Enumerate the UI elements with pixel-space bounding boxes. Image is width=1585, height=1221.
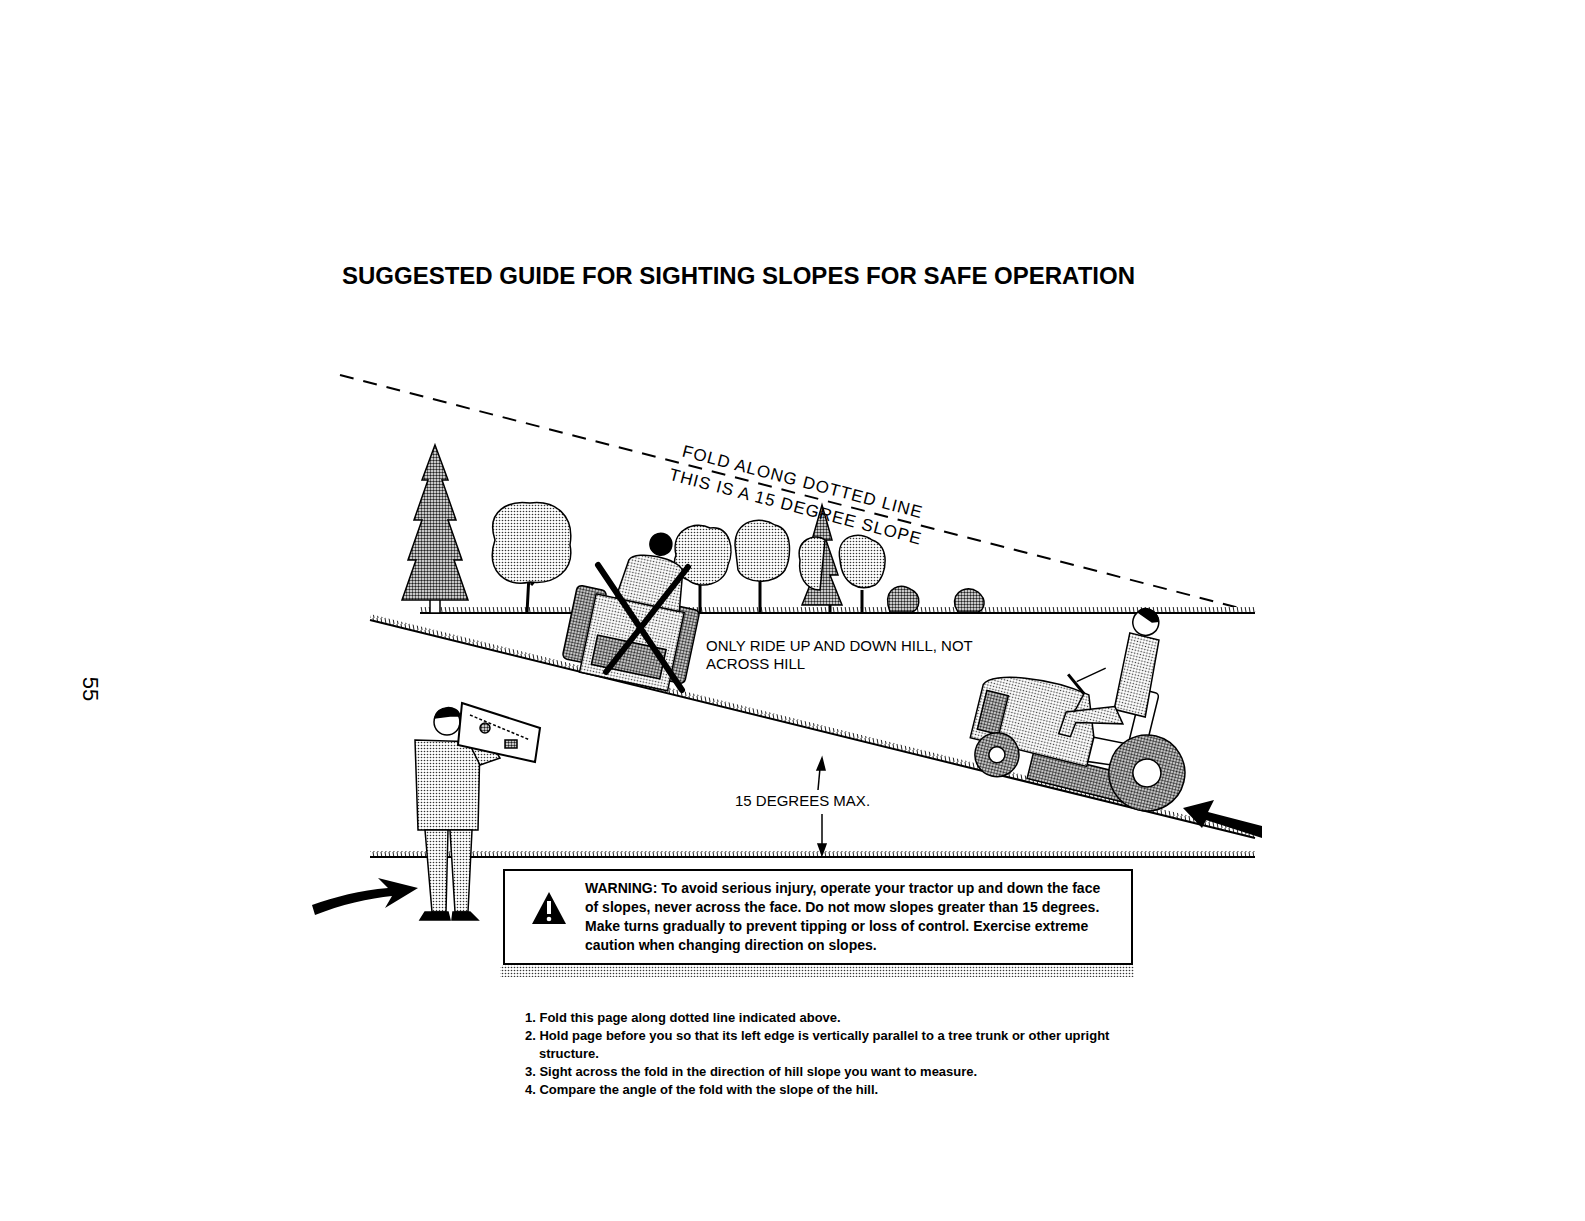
- person-sighting: [435, 708, 460, 718]
- tractor-up-hill: [1065, 674, 1088, 693]
- warning-icon: [547, 901, 551, 914]
- tractor-across-hill: [648, 531, 674, 557]
- trees: [735, 520, 789, 581]
- person-sighting: [505, 740, 517, 748]
- angle-indicator: [821, 814, 823, 846]
- person-sighting: [470, 715, 530, 740]
- person-sighting: [458, 703, 540, 762]
- ground-lines: [370, 856, 1255, 858]
- warning-icon: [531, 891, 567, 925]
- instruction-step: 1. Fold this page along dotted line indi…: [525, 1009, 1140, 1027]
- page-number: 55: [77, 677, 103, 701]
- tractor-up-hill: [1077, 662, 1106, 687]
- trees: [402, 445, 468, 600]
- instruction-list: 1. Fold this page along dotted line indi…: [525, 1009, 1140, 1099]
- ground-lines: [420, 612, 1255, 614]
- tractor-up-hill: [1074, 693, 1084, 714]
- ground-lines: [370, 620, 1255, 838]
- movement-arrow: [312, 878, 418, 915]
- movement-arrow: [1183, 800, 1262, 838]
- instruction-step: 2. Hold page before you so that its left…: [525, 1027, 1140, 1063]
- prohibited-cross: [606, 567, 688, 672]
- ground-lines: [370, 614, 1255, 838]
- ground-lines: [370, 607, 1255, 857]
- fold-line: [340, 375, 1255, 612]
- person-sighting: [452, 912, 478, 920]
- ground-lines: [420, 607, 1255, 613]
- tractor-up-hill: [1059, 695, 1127, 748]
- tractor-up-hill: [1130, 756, 1164, 790]
- trees: [955, 589, 984, 612]
- person-sighting: [415, 740, 480, 830]
- tractor-up-hill: [1137, 607, 1161, 623]
- person-sighting: [480, 723, 490, 733]
- tractor-up-hill: [977, 690, 1008, 734]
- instruction-step: 4. Compare the angle of the fold with th…: [525, 1081, 1140, 1099]
- page-title: SUGGESTED GUIDE FOR SIGHTING SLOPES FOR …: [342, 262, 1135, 290]
- tractor-up-hill: [963, 575, 1222, 821]
- person-sighting: [450, 830, 472, 912]
- warning-icon: [532, 892, 566, 924]
- direction-note: ONLY RIDE UP AND DOWN HILL, NOT ACROSS H…: [706, 637, 981, 673]
- box-shadow: [500, 965, 1134, 977]
- tractor-up-hill: [987, 745, 1006, 764]
- tractor-up-hill: [1111, 633, 1164, 717]
- trees: [492, 502, 570, 583]
- tractor-up-hill: [1130, 607, 1161, 638]
- person-sighting: [420, 912, 450, 920]
- angle-indicator: [818, 768, 820, 790]
- instruction-step: 3. Sight across the fold in the directio…: [525, 1063, 1140, 1081]
- prohibited-cross: [598, 565, 688, 690]
- warning-icon: [547, 917, 552, 922]
- trees: [799, 537, 825, 590]
- tractor-up-hill: [1101, 727, 1193, 819]
- trees: [839, 535, 885, 587]
- trees: [888, 586, 919, 612]
- angle-indicator: [817, 758, 825, 770]
- angle-indicator: [818, 844, 826, 855]
- warning-box: WARNING: To avoid serious injury, operat…: [503, 869, 1133, 965]
- tractor-across-hill: [560, 518, 714, 694]
- angle-label: 15 DEGREES MAX.: [735, 792, 870, 809]
- trees: [402, 445, 984, 613]
- person-sighting: [425, 830, 448, 912]
- tractor-up-hill: [970, 728, 1023, 781]
- ground-lines: [370, 851, 1255, 857]
- warning-text: WARNING: To avoid serious injury, operat…: [585, 879, 1107, 955]
